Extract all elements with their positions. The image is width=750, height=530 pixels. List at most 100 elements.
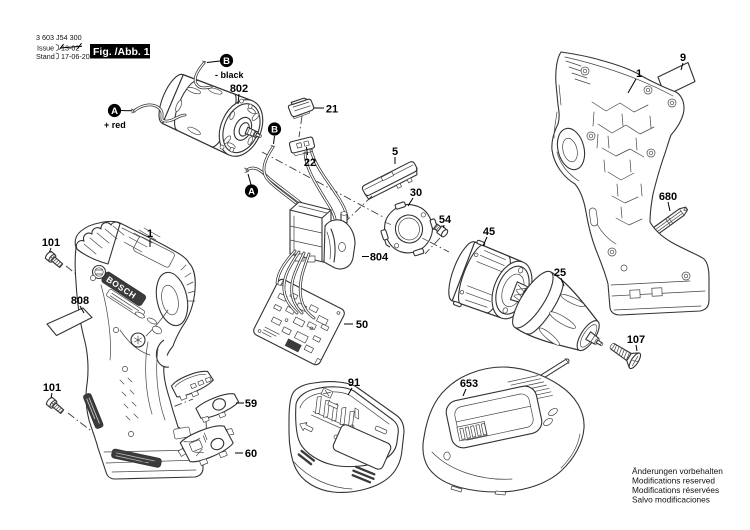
svg-text:91: 91: [348, 377, 360, 389]
callout-101-upper: 101: [42, 237, 60, 253]
part-geometry: [177, 425, 235, 466]
wire-marker-motor-negative: B - black: [206, 53, 245, 80]
callout-1-right: 1: [627, 68, 642, 94]
svg-text:680: 680: [659, 191, 677, 203]
callout-91: 91: [347, 377, 360, 396]
wire-black: [193, 60, 213, 90]
part-screw-107: [609, 342, 642, 370]
part-geometry: [609, 342, 642, 370]
marker-b-top-letter: B: [223, 56, 230, 67]
part-connector-22: [288, 136, 316, 157]
figure-box: [90, 44, 150, 59]
battery-panel: [332, 424, 392, 470]
svg-text:804: 804: [370, 252, 389, 264]
wire-lead-a: [244, 166, 305, 207]
wire-marker-motor-positive: A + red: [104, 103, 133, 130]
motor-wires: [130, 60, 349, 221]
black-wire-note: - black: [215, 70, 245, 80]
part-geometry: [287, 97, 315, 120]
housing-left-band2: [106, 289, 145, 318]
issue-value: 13-02: [61, 44, 79, 53]
footer-line-en: Modifications reserved: [632, 476, 715, 486]
footer-line-de: Änderungen vorbehalten: [632, 466, 723, 476]
part-geometry: [361, 161, 418, 200]
housing-left-model-band: [83, 393, 104, 429]
red-wire-note: + red: [104, 120, 126, 130]
part-contact-slide-5: [361, 161, 418, 200]
board-wires: [275, 249, 316, 320]
callout-653: 653: [460, 378, 478, 397]
figure-label: Fig. /Abb. 1: [93, 46, 150, 58]
part-geometry: [170, 370, 214, 401]
svg-text:50: 50: [356, 319, 368, 331]
part-connector-21: [287, 97, 315, 120]
part-screw-101-lower: [45, 396, 65, 415]
part-geometry: [158, 73, 264, 157]
callout-5: 5: [392, 146, 398, 164]
callout-22: 22: [304, 146, 316, 169]
callout-60: 60: [235, 448, 257, 460]
svg-text:107: 107: [627, 334, 645, 346]
part-charger-653: [422, 358, 585, 496]
part-geometry: [253, 278, 345, 366]
battery-grip-ribs: [351, 465, 376, 484]
marker-a-left-letter: A: [111, 106, 118, 117]
callout-59: 59: [236, 398, 257, 410]
callout-21: 21: [314, 104, 338, 116]
footer-line-fr: Modifications réservées: [632, 485, 719, 495]
issue-label: Issue: [37, 44, 54, 53]
part-latch-clip-60: [177, 425, 235, 466]
part-battery-91: [288, 381, 405, 493]
stand-label: Stand: [36, 52, 55, 61]
housing-left-collar: [155, 264, 196, 327]
callout-9: 9: [680, 52, 686, 71]
svg-text:25: 25: [554, 267, 566, 279]
housing-right-bosses: [580, 66, 691, 281]
part-geometry: [380, 201, 438, 257]
callout-45: 45: [482, 226, 495, 247]
wire-lead-b: [262, 145, 298, 205]
housing-right-ribs: [591, 101, 655, 226]
callout-808: 808: [71, 295, 89, 314]
callout-25: 25: [554, 267, 566, 287]
marker-a-mid-letter: A: [248, 187, 255, 198]
charger-contacts: [456, 421, 488, 442]
battery-grip-ribs-left: [297, 449, 316, 466]
svg-text:5: 5: [392, 146, 398, 158]
callouts: 802 21 22 5 30 54 804 50 1 101 808 101 5…: [42, 52, 686, 460]
footer-line-es: Salvo modificaciones: [632, 495, 710, 505]
svg-text:59: 59: [245, 398, 257, 410]
svg-text:30: 30: [410, 187, 422, 199]
part-chuck-25: [512, 270, 604, 352]
svg-text:45: 45: [483, 226, 495, 238]
wire-red: [130, 103, 187, 123]
wire-switch-pair: [303, 148, 349, 221]
footer-block: Änderungen vorbehalten Modifications res…: [632, 466, 723, 505]
svg-text:54: 54: [439, 214, 452, 226]
housing-left-grille: [123, 227, 161, 253]
part-geometry: [433, 223, 449, 238]
svg-text:1: 1: [636, 68, 642, 80]
svg-text:802: 802: [230, 83, 248, 95]
issue-strike-line: [59, 45, 83, 49]
svg-text:9: 9: [680, 52, 686, 64]
header-block: 3 603 J54 300 Issue 13-02 Stand 17-06-20…: [36, 33, 150, 61]
callout-107: 107: [627, 334, 645, 352]
part-screw-54: [433, 223, 449, 238]
svg-text:22: 22: [304, 157, 316, 169]
housing-left-top-recess: [133, 236, 175, 268]
part-sticker-808: [46, 307, 93, 337]
wire-marker-lead-a: A: [244, 173, 259, 198]
svg-text:101: 101: [42, 237, 60, 249]
stand-value: 17-06-20: [61, 52, 90, 61]
housing-left-details: [90, 275, 166, 437]
callout-50: 50: [344, 319, 368, 331]
callout-1-left: 1: [147, 228, 153, 247]
stand-bracket: [55, 52, 59, 60]
part-geometry: [512, 270, 604, 352]
part-bearing-plate-30: [380, 201, 438, 257]
issue-strike-ticks: [59, 42, 82, 50]
housing-left-grip-dots: [119, 377, 139, 421]
svg-text:1: 1: [147, 228, 153, 240]
